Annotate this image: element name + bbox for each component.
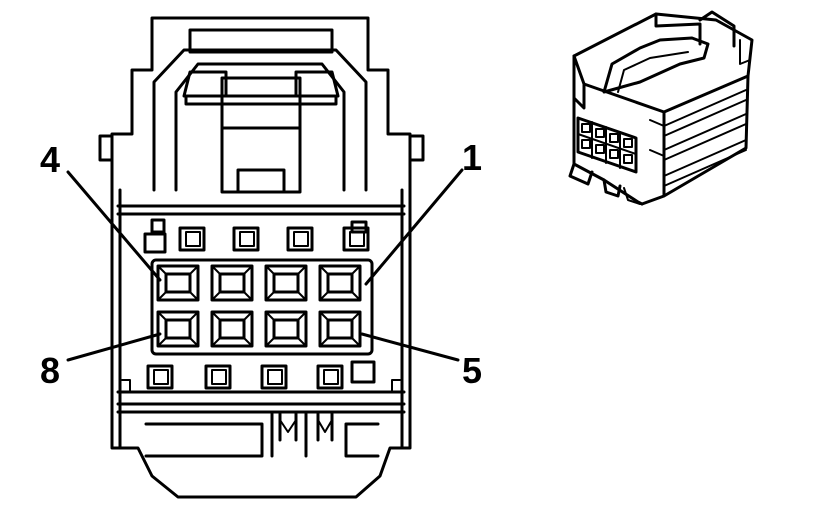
iso-top-face (572, 12, 754, 114)
cavity-pin7 (210, 310, 254, 348)
pin-label-5: 5 (462, 350, 482, 391)
cavity-pin5 (318, 310, 362, 348)
bottom-slots (146, 360, 376, 390)
top-slots (143, 218, 370, 254)
cavity-pin2 (264, 264, 308, 302)
cavity-pin4 (156, 264, 200, 302)
left-side-tab (98, 134, 114, 162)
pin-label-4: 4 (40, 139, 60, 180)
face-bottom-edge (116, 390, 406, 414)
pin-cavities (156, 264, 362, 348)
latch (152, 28, 368, 194)
connector-front-view: 4 1 8 5 (40, 16, 482, 499)
leader-pin5 (360, 332, 460, 362)
pin-label-8: 8 (40, 350, 60, 391)
leader-pin1 (364, 168, 464, 286)
right-side-tab (408, 134, 425, 162)
cavity-pin1 (318, 264, 362, 302)
iso-cavities (576, 116, 638, 174)
face-top-edge (116, 204, 406, 216)
cavity-block (150, 258, 374, 356)
connector-isometric-view (568, 10, 754, 206)
cavity-pin3 (210, 264, 254, 302)
leader-pin8 (66, 332, 162, 362)
housing-outline (110, 16, 412, 499)
cavity-pin8 (156, 310, 200, 348)
bottom-skirt (144, 412, 380, 458)
cavity-pin6 (264, 310, 308, 348)
pin-label-1: 1 (462, 137, 482, 178)
leader-pin4 (66, 170, 162, 282)
